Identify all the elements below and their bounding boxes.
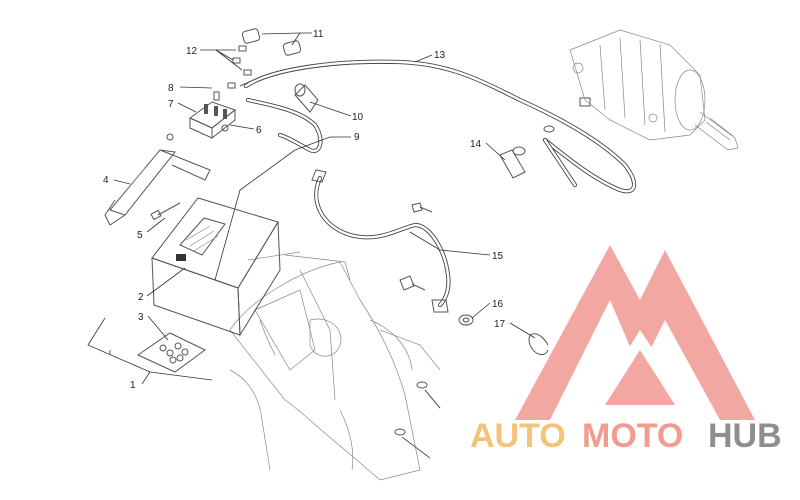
- cable-13: [239, 59, 637, 194]
- callout-9: 9: [354, 132, 360, 143]
- callout-labels: 1 2 3 4 5 6 7 8 9 10 11 12 13 14 15 16 1…: [103, 29, 506, 391]
- callout-2: 2: [138, 292, 144, 303]
- group-bracket-1: [87, 317, 213, 385]
- boot-14: [499, 146, 526, 179]
- callout-4: 4: [103, 175, 109, 186]
- watermark-text: AUTO MOTO HUB: [470, 417, 782, 455]
- watermark-logo: [515, 245, 755, 420]
- callout-13: 13: [434, 50, 446, 61]
- callout-7: 7: [168, 99, 174, 110]
- ring-clip-17: [528, 333, 549, 356]
- leader-lines: [113, 32, 536, 341]
- cable-9: [245, 97, 323, 154]
- terminal-caps: [227, 28, 302, 89]
- frame-bolts: [394, 202, 441, 459]
- battery-bracket: [104, 133, 211, 226]
- callout-14: 14: [470, 139, 482, 150]
- watermark-auto: AUTO: [470, 417, 566, 455]
- callout-12: 12: [186, 46, 198, 57]
- watermark-hub: HUB: [708, 417, 782, 455]
- callout-1: 1: [130, 380, 136, 391]
- watermark-moto: MOTO: [582, 417, 683, 455]
- callout-16: 16: [492, 299, 504, 310]
- hardware-kit: [136, 332, 206, 373]
- terminal-boot: [294, 83, 319, 113]
- starter-motor: [569, 29, 739, 151]
- cable-15: [311, 169, 451, 313]
- callout-15: 15: [492, 251, 504, 262]
- frame-outline: [229, 251, 441, 481]
- callout-3: 3: [138, 312, 144, 323]
- callout-10: 10: [352, 112, 364, 123]
- callout-5: 5: [137, 230, 143, 241]
- callout-8: 8: [168, 83, 174, 94]
- washer-16: [458, 314, 474, 326]
- battery: [151, 197, 281, 337]
- callout-6: 6: [256, 125, 262, 136]
- callout-11: 11: [313, 29, 324, 40]
- bolt-5: [150, 202, 181, 221]
- starter-nut: [543, 97, 591, 133]
- fuse-holder: [189, 91, 237, 140]
- callout-17: 17: [494, 319, 506, 330]
- cable-short: [542, 137, 578, 188]
